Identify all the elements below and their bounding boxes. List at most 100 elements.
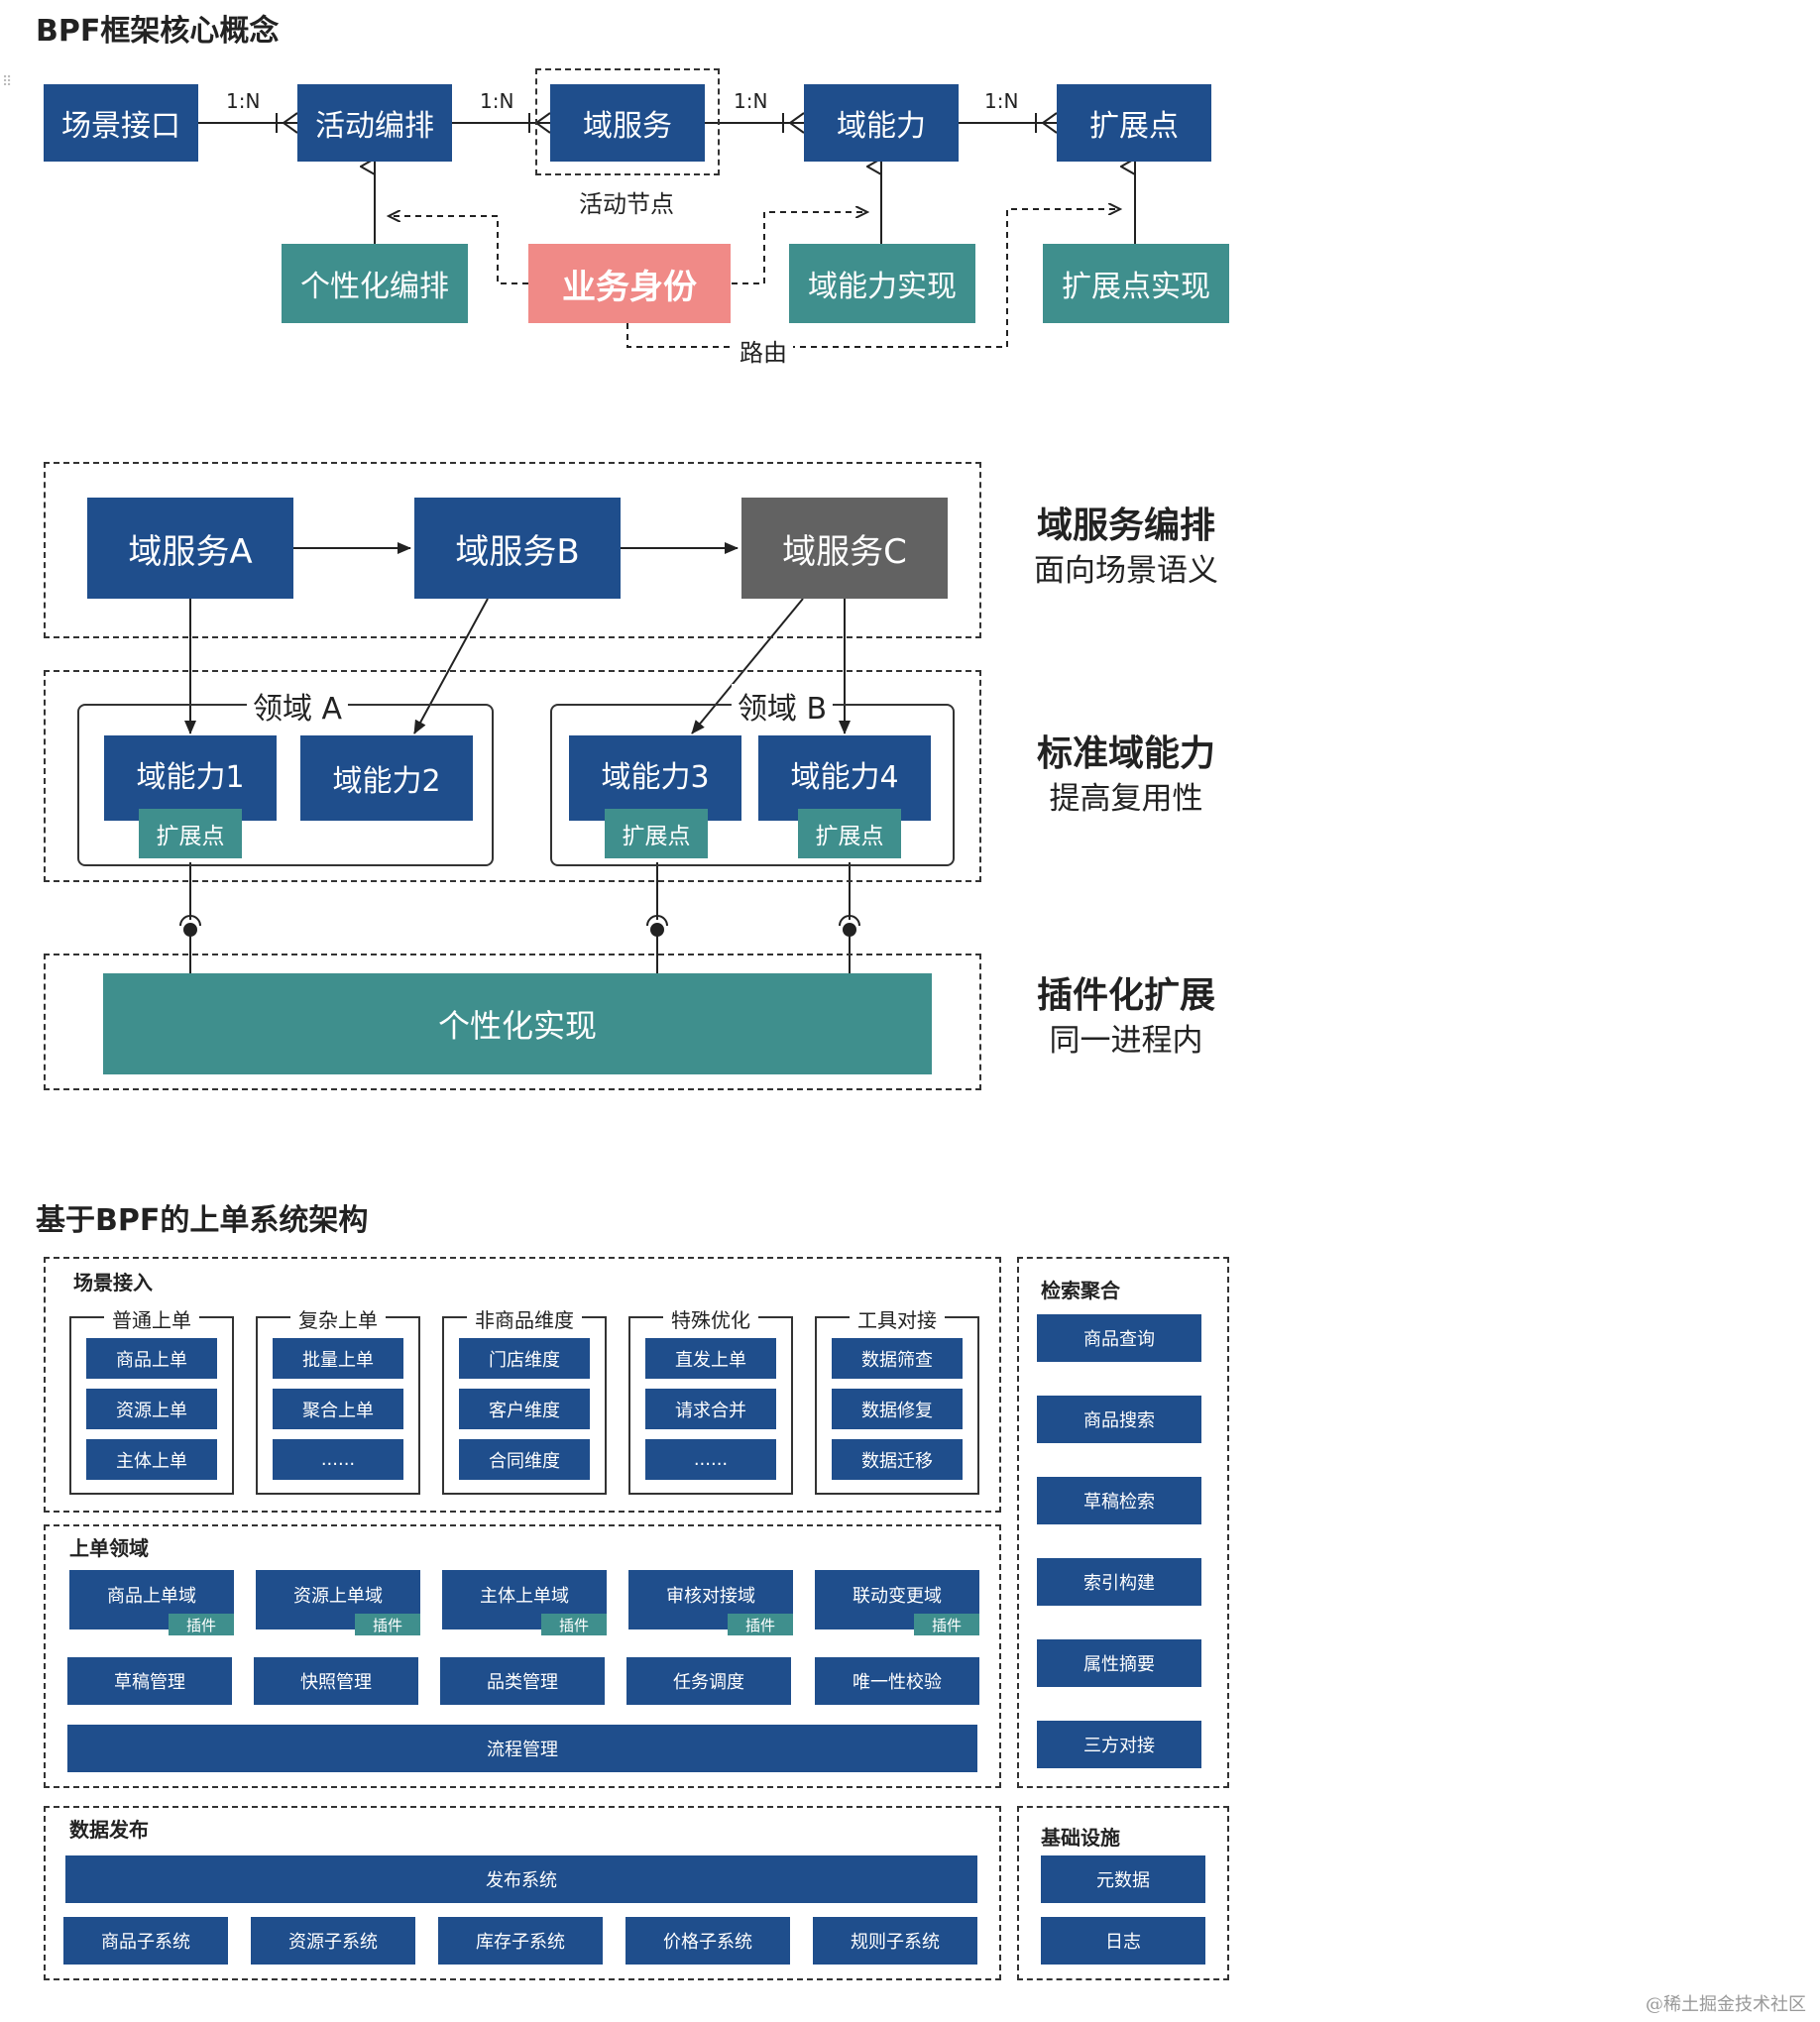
desc-title: 标准域能力 [1036,733,1215,774]
scene-item[interactable]: 合同维度 [459,1439,590,1480]
desc-title: 插件化扩展 [1036,975,1215,1016]
plugin-tag: 插件 [914,1614,979,1635]
data-publish-title: 数据发布 [69,1818,149,1842]
desc-subtitle: 同一进程内 [1049,1023,1203,1059]
subsystem-module[interactable]: 商品子系统 [63,1917,228,1965]
business-identity-box[interactable]: 业务身份 [528,244,731,323]
activity-node-frame [535,68,720,175]
subsystem-module[interactable]: 规则子系统 [813,1917,977,1965]
subsystem-module[interactable]: 价格子系统 [626,1917,790,1965]
search-aggregation-frame [1017,1257,1229,1788]
extension-point-box[interactable]: 扩展点 [1057,84,1211,162]
scene-item[interactable]: 直发上单 [645,1338,776,1379]
personalized-impl-box[interactable]: 个性化实现 [103,973,932,1074]
domain-service-a[interactable]: 域服务A [87,498,293,599]
search-item[interactable]: 商品搜索 [1037,1396,1201,1443]
group-title: 复杂上单 [290,1304,386,1333]
infra-item[interactable]: 元数据 [1041,1855,1205,1903]
activity-node-label: 活动节点 [579,190,674,218]
scene-access-title: 场景接入 [73,1271,153,1294]
plugin-tag: 插件 [355,1614,420,1635]
group-title: 非商品维度 [467,1304,582,1333]
domain-capability-box[interactable]: 域能力 [804,84,959,162]
scene-item[interactable]: 请求合并 [645,1389,776,1429]
ratio-label: 1:N [480,89,514,113]
infrastructure-frame [1017,1806,1229,1980]
desc-plugin-extension: 插件化扩展 同一进程内 [997,973,1255,1063]
scene-item[interactable]: ...... [273,1439,403,1480]
domain-a-label: 领域 A [246,684,349,728]
extension-impl-box[interactable]: 扩展点实现 [1043,244,1229,323]
search-item[interactable]: 草稿检索 [1037,1477,1201,1524]
scene-item[interactable]: 门店维度 [459,1338,590,1379]
section1-connectors [198,112,1136,348]
watermark: @稀土掘金技术社区 [1646,1994,1806,2015]
scene-item[interactable]: 客户维度 [459,1389,590,1429]
infrastructure-title: 基础设施 [1041,1826,1120,1850]
scene-item[interactable]: 聚合上单 [273,1389,403,1429]
search-item[interactable]: 商品查询 [1037,1314,1201,1362]
manager-module[interactable]: 唯一性校验 [815,1657,979,1705]
domain-service-b[interactable]: 域服务B [414,498,621,599]
activity-orchestration-box[interactable]: 活动编排 [297,84,452,162]
group-title: 工具对接 [850,1304,945,1333]
scene-item[interactable]: 数据修复 [832,1389,963,1429]
section2-connectors [179,542,860,973]
publish-system-bar[interactable]: 发布系统 [65,1855,977,1903]
capability-layer-frame [44,670,981,882]
drag-handle-icon[interactable]: ⠿ [2,74,14,90]
domain-service-box[interactable]: 域服务 [550,84,705,162]
plugin-tag: 插件 [541,1614,607,1635]
domain-module[interactable]: 联动变更域 [815,1570,979,1629]
capability-3[interactable]: 域能力3 [569,735,741,821]
scene-item[interactable]: 数据迁移 [832,1439,963,1480]
search-item[interactable]: 索引构建 [1037,1558,1201,1606]
group-title: 特殊优化 [663,1304,758,1333]
scene-item[interactable]: 批量上单 [273,1338,403,1379]
scene-item[interactable]: 主体上单 [86,1439,217,1480]
plugin-tag: 插件 [169,1614,234,1635]
group-title: 普通上单 [104,1304,199,1333]
extension-point-tag[interactable]: 扩展点 [798,809,901,858]
domain-service-c[interactable]: 域服务C [741,498,948,599]
manager-module[interactable]: 任务调度 [626,1657,791,1705]
extension-layer-frame [44,954,981,1090]
capability-2[interactable]: 域能力2 [300,735,473,821]
capability-impl-box[interactable]: 域能力实现 [789,244,975,323]
order-domain-title: 上单领域 [69,1536,149,1560]
plugin-tag: 插件 [728,1614,793,1635]
extension-point-tag[interactable]: 扩展点 [605,809,708,858]
scene-item[interactable]: 数据筛查 [832,1338,963,1379]
ratio-label: 1:N [226,89,261,113]
capability-4[interactable]: 域能力4 [758,735,931,821]
subsystem-module[interactable]: 资源子系统 [251,1917,415,1965]
capability-1[interactable]: 域能力1 [104,735,277,821]
scene-item[interactable]: 资源上单 [86,1389,217,1429]
domain-module[interactable]: 主体上单域 [442,1570,607,1629]
section3-title: 基于BPF的上单系统架构 [36,1203,369,1238]
infra-item[interactable]: 日志 [1041,1917,1205,1965]
search-item[interactable]: 三方对接 [1037,1721,1201,1768]
search-aggregation-title: 检索聚合 [1041,1279,1120,1302]
desc-service-orchestration: 域服务编排 面向场景语义 [997,504,1255,593]
scene-item[interactable]: 商品上单 [86,1338,217,1379]
scene-access-frame [44,1257,1001,1513]
scene-item[interactable]: ...... [645,1439,776,1480]
routing-label: 路由 [734,333,793,368]
flow-management-bar[interactable]: 流程管理 [67,1725,977,1772]
data-publish-frame [44,1806,1001,1980]
section1-title: BPF框架核心概念 [36,14,280,49]
search-item[interactable]: 属性摘要 [1037,1639,1201,1687]
manager-module[interactable]: 草稿管理 [67,1657,232,1705]
desc-subtitle: 面向场景语义 [1034,553,1218,589]
manager-module[interactable]: 品类管理 [440,1657,605,1705]
domain-b-label: 领域 B [731,684,834,728]
order-domain-frame [44,1524,1001,1788]
scene-interface-box[interactable]: 场景接口 [44,84,198,162]
domain-module[interactable]: 资源上单域 [256,1570,420,1629]
manager-module[interactable]: 快照管理 [254,1657,418,1705]
desc-standard-capability: 标准域能力 提高复用性 [997,731,1255,821]
subsystem-module[interactable]: 库存子系统 [438,1917,603,1965]
personalized-orchestration-box[interactable]: 个性化编排 [282,244,468,323]
extension-point-tag[interactable]: 扩展点 [139,809,242,858]
